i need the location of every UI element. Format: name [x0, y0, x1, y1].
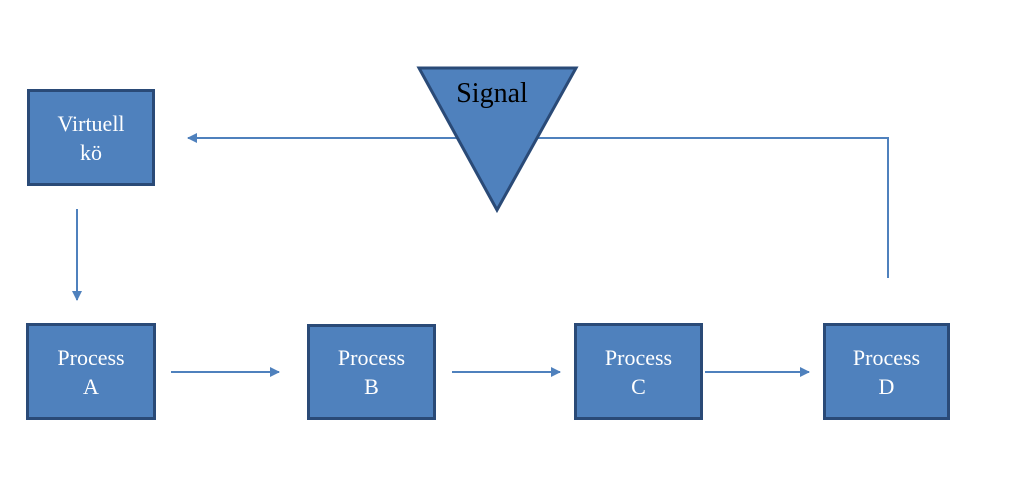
process-d-label-line1: Process	[852, 344, 921, 370]
process-a-label-line1: Process	[57, 344, 125, 370]
process-c-box: Process C	[574, 323, 703, 420]
process-b-label-line1: Process	[337, 345, 406, 370]
virtual-queue-label-line1: Virtuell	[57, 110, 125, 136]
process-d-label-line2: D	[878, 373, 895, 399]
process-b-label-line2: B	[364, 374, 379, 399]
process-a-box: Process A	[26, 323, 156, 420]
process-c-label-line1: Process	[604, 344, 673, 370]
virtual-queue-label-line2: kö	[80, 139, 102, 165]
process-b-box: Process B	[307, 324, 436, 420]
process-d-box: Process D	[823, 323, 950, 420]
signal-label: Signal	[456, 78, 528, 109]
signal-triangle	[416, 66, 579, 214]
virtual-queue-box: Virtuell kö	[27, 89, 155, 186]
feedback-arrow	[187, 133, 889, 278]
process-c-label-line2: C	[631, 373, 646, 399]
process-a-label-line2: A	[83, 373, 99, 399]
